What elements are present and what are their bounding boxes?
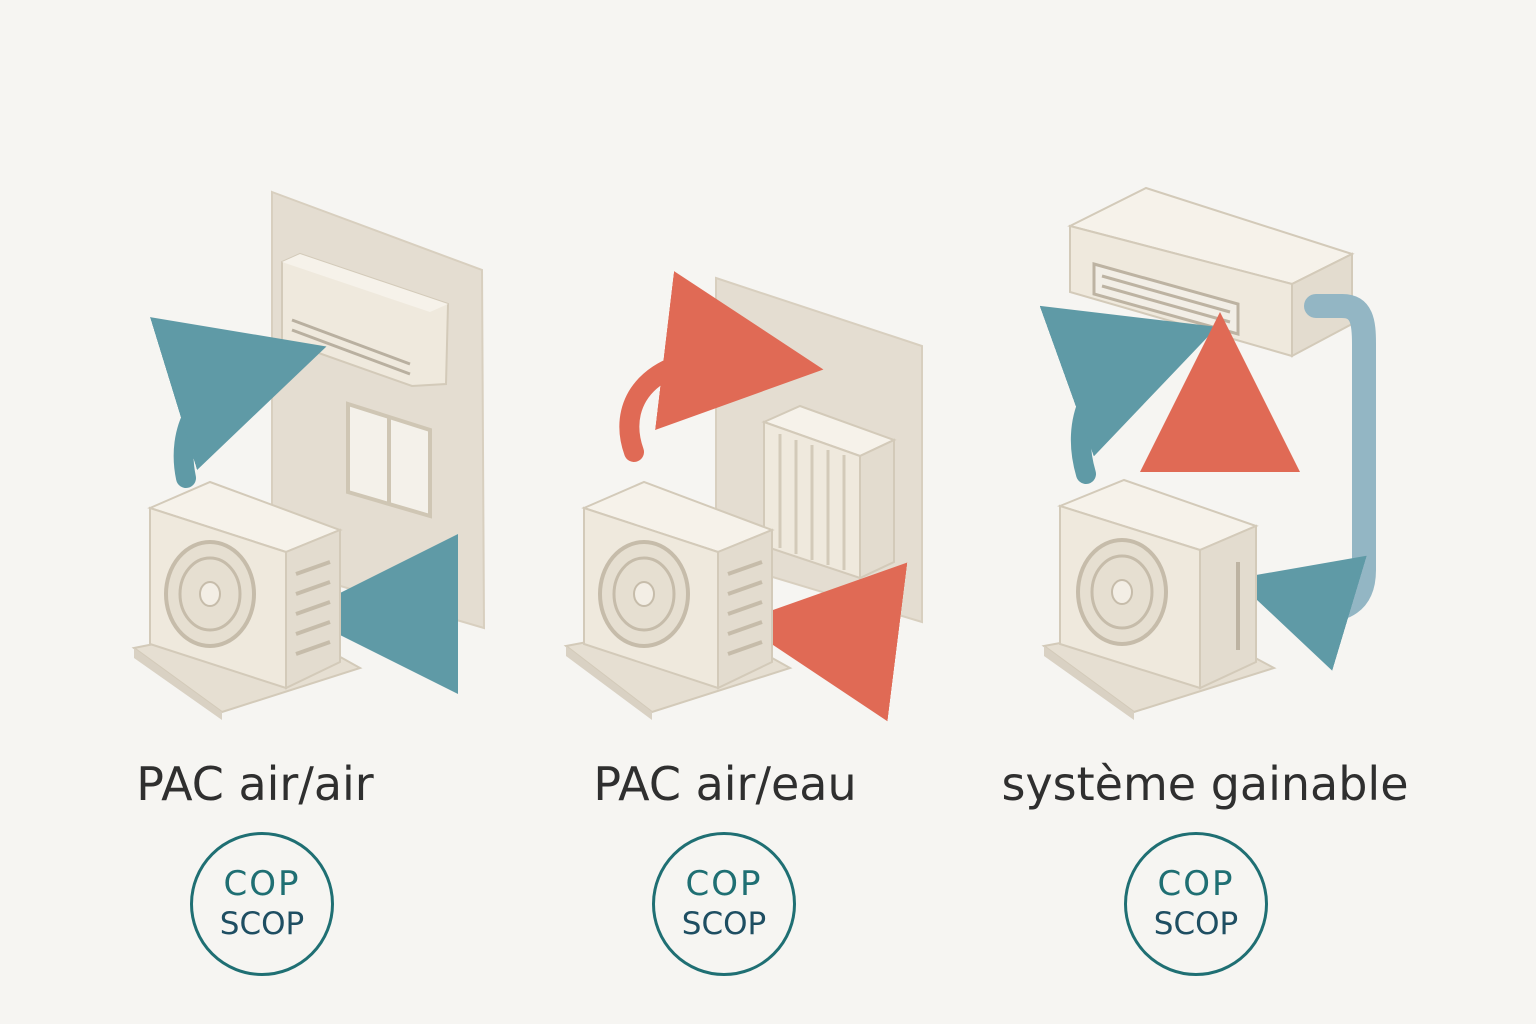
- badge-scop-text: SCOP: [1153, 906, 1239, 942]
- badge-cop-text: COP: [1157, 864, 1235, 904]
- cop-scop-badge: COP SCOP: [190, 832, 334, 976]
- red-arrow-icon: [738, 562, 908, 722]
- outdoor-unit-icon: [563, 480, 793, 720]
- badge-scop-text: SCOP: [219, 906, 305, 942]
- system-air-air-illustration: [131, 190, 486, 720]
- cop-scop-badge: COP SCOP: [652, 832, 796, 976]
- system-label-ducted: système gainable: [1001, 757, 1409, 811]
- pipe-icon: [1294, 294, 1376, 622]
- system-label-air-water: PAC air/eau: [593, 757, 857, 811]
- system-air-water-illustration: [563, 271, 923, 722]
- ducted-unit-icon: [1067, 186, 1355, 358]
- teal-arrow-icon: [1234, 555, 1367, 671]
- system-ducted-illustration: [1039, 186, 1376, 720]
- badge-cop-text: COP: [685, 864, 763, 904]
- teal-arrow-icon: [298, 533, 459, 694]
- outdoor-unit-icon: [131, 480, 363, 720]
- radiator-icon: [761, 404, 897, 580]
- cop-scop-badge: COP SCOP: [1124, 832, 1268, 976]
- outdoor-unit-icon: [1041, 478, 1277, 720]
- teal-arrow-icon: [1039, 305, 1218, 484]
- badge-scop-text: SCOP: [681, 906, 767, 942]
- window-icon: [346, 401, 432, 519]
- red-arrow-icon: [619, 271, 824, 462]
- teal-arrow-icon: [149, 317, 327, 488]
- badge-cop-text: COP: [223, 864, 301, 904]
- system-label-air-air: PAC air/air: [136, 757, 374, 811]
